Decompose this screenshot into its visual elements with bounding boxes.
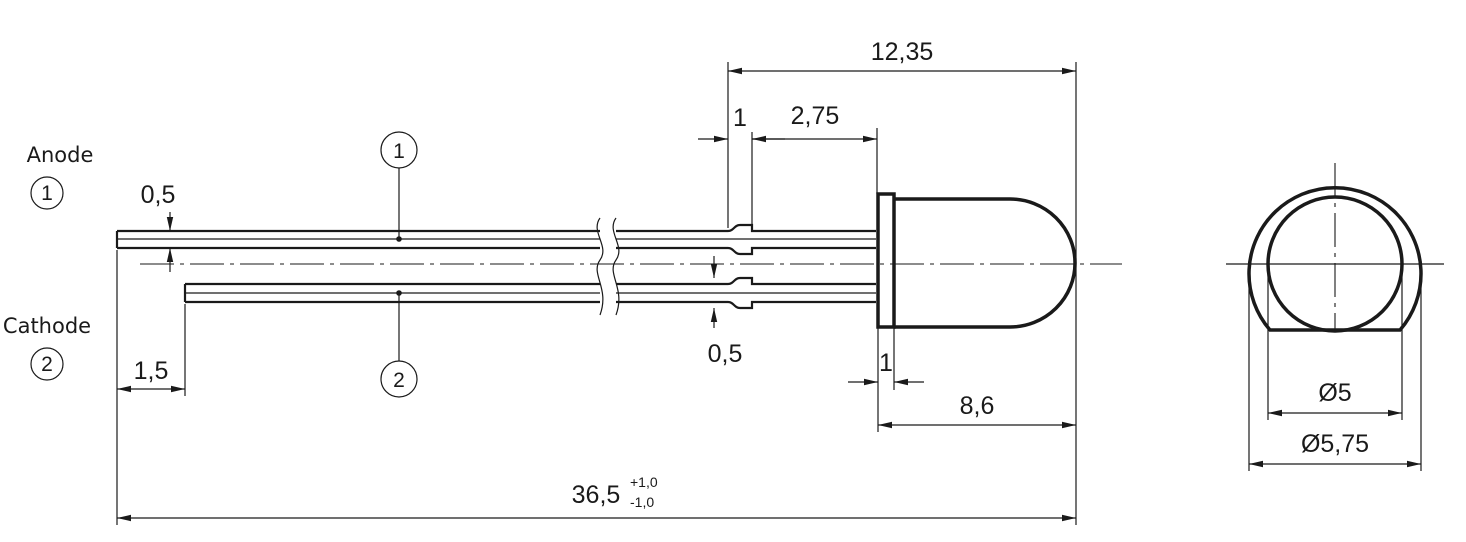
svg-text:2: 2 (393, 369, 405, 392)
dim-overall-length: 36,5 (572, 481, 621, 509)
svg-text:1: 1 (393, 140, 405, 163)
dim-lead-thickness-top: 0,5 (141, 181, 176, 209)
svg-text:2: 2 (41, 353, 53, 376)
balloon-lead-2: 2 (380, 290, 418, 398)
dim-overall-tol-plus: +1,0 (630, 474, 658, 490)
anode-lead (115, 223, 876, 256)
led-flange (876, 192, 896, 329)
dim-body-length: 8,6 (960, 392, 995, 420)
dim-cathode-offset: 1,5 (134, 357, 169, 385)
pin-legend-cathode: Cathode 2 (3, 314, 91, 381)
dim-flange-thickness: 1 (879, 349, 893, 377)
svg-text:Anode: Anode (27, 143, 94, 167)
dim-overall-tol-minus: -1,0 (630, 494, 654, 510)
dim-total-to-tip: 12,35 (871, 38, 934, 66)
dim-flange-diameter: Ø5,75 (1301, 430, 1369, 458)
dim-lens-diameter: Ø5 (1318, 379, 1351, 407)
led-lens-body (894, 197, 1077, 329)
led-front-view (1226, 163, 1444, 333)
dim-lead-thickness-kink: 0,5 (708, 340, 743, 368)
svg-text:1: 1 (41, 182, 53, 205)
dim-standoff-width: 1 (733, 104, 747, 132)
cathode-lead (183, 276, 876, 310)
lead-break-symbol (596, 217, 620, 316)
balloon-lead-1: 1 (380, 131, 418, 242)
dim-standoff-to-flange: 2,75 (791, 102, 840, 130)
svg-text:Cathode: Cathode (3, 314, 91, 338)
pin-legend-anode: Anode 1 (27, 143, 94, 210)
